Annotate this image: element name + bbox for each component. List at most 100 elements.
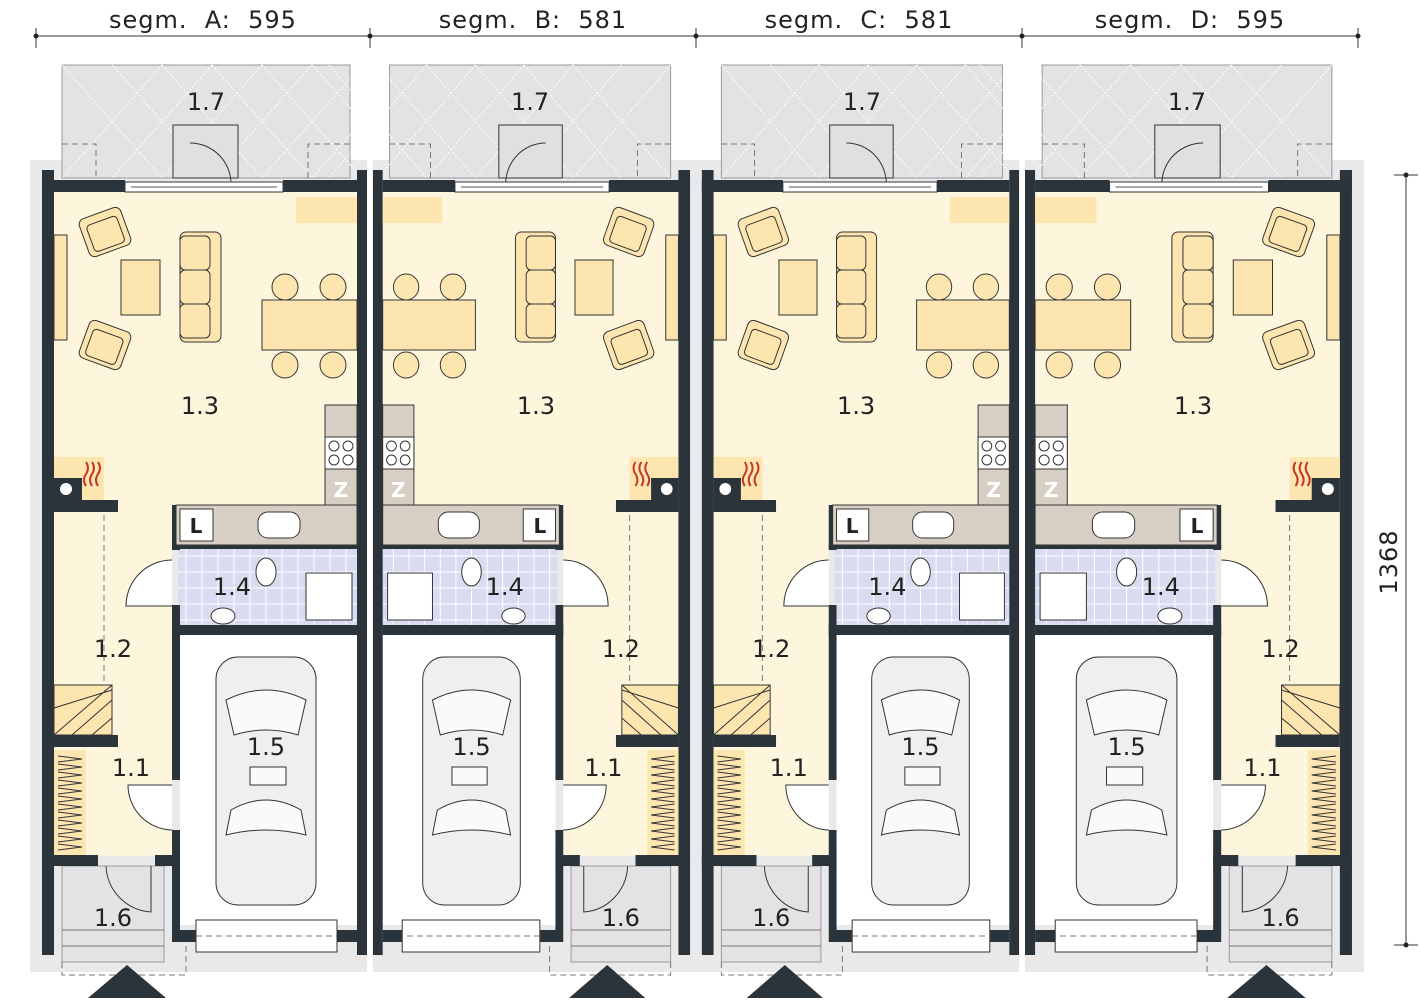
wall-partition [555, 830, 564, 930]
cooktop-icon [324, 436, 358, 470]
sofa-cushion [179, 235, 211, 271]
entrance-door-swing [105, 865, 152, 913]
terrace-door-swing [189, 142, 232, 185]
room-labels: LZ1.71.31.41.21.51.11.6LZ1.71.31.41.21.5… [94, 88, 1300, 932]
cabinet-symbol: Z [986, 478, 1001, 502]
terrace-pattern [1029, 64, 1132, 179]
dashed-outline [1042, 143, 1085, 178]
wall-bath-top [828, 545, 1010, 549]
wall-stub [615, 500, 679, 512]
dashed-outline [960, 143, 1003, 178]
terrace-pattern [979, 64, 1081, 179]
storage-zigzag [717, 811, 741, 819]
room-label-living: 1.3 [837, 392, 875, 420]
burner [981, 440, 993, 452]
stair-lines [53, 684, 113, 736]
storage-zigzag [1311, 843, 1336, 851]
storage-zigzag [717, 771, 741, 779]
wall-top [937, 180, 1010, 192]
car-roof-panel [904, 766, 941, 786]
armchair [1262, 206, 1316, 258]
terrace-door-frame [172, 124, 239, 179]
wall-partition [1213, 605, 1222, 780]
dimension-dot [33, 33, 39, 39]
wall-garage-top [1035, 625, 1222, 635]
wall-bottom [1213, 855, 1239, 866]
flame-icon [1292, 461, 1311, 487]
dining-chair [1045, 351, 1073, 379]
segment-d [979, 64, 1365, 998]
dimension-dot [1019, 33, 1025, 39]
storage-zigzag [651, 811, 675, 819]
room-label-vestibule: 1.1 [1243, 754, 1281, 782]
room-label-entrance: 1.6 [1261, 904, 1299, 932]
storage-zigzag [717, 819, 741, 827]
kitchen-shelf [296, 197, 357, 223]
cooktop-icon [977, 436, 1010, 470]
garage-door-swing [1221, 784, 1266, 831]
wall-stub [54, 500, 118, 512]
storage-zigzag [1311, 779, 1336, 787]
car-rear-window [1085, 799, 1168, 836]
car-icon [1075, 656, 1178, 906]
terrace-pattern [721, 64, 820, 179]
room-label-hall: 1.2 [1261, 635, 1299, 663]
storage-zigzag [651, 803, 675, 811]
shower-icon [1039, 572, 1087, 621]
wall-partition [172, 830, 180, 930]
flame-icon [632, 461, 651, 487]
storage-zigzag [57, 795, 83, 803]
stove-door [1321, 483, 1334, 495]
wall-left [42, 170, 54, 955]
wall-top [1035, 180, 1110, 192]
cabinet-symbol: Z [391, 478, 406, 502]
cabinet-symbol: Z [1044, 478, 1059, 502]
dimension-dot [1403, 942, 1409, 948]
washbasin-icon [1157, 607, 1183, 625]
dining-table [382, 299, 476, 351]
storage-zigzag [717, 827, 741, 835]
car-roof-panel [249, 766, 287, 786]
fridge-symbol: L [1191, 514, 1204, 538]
room-label-terrace: 1.7 [1168, 88, 1206, 116]
wall-bath-top [172, 545, 357, 549]
wall-bottom [701, 855, 757, 866]
stair-lines [1281, 684, 1341, 736]
tv-cabinet [665, 234, 679, 341]
dining-chair [1093, 273, 1122, 301]
entrance-arrow-icon [569, 965, 646, 998]
storage-zigzag [717, 787, 741, 795]
wall-bottom [172, 930, 196, 942]
terrace-pattern [979, 64, 1081, 179]
terrace-pattern [377, 64, 476, 179]
burner [386, 440, 397, 452]
dim-label-depth: 1368 [1375, 529, 1403, 594]
cooktop-icon [1034, 436, 1068, 470]
room-label-bathroom: 1.4 [213, 573, 251, 601]
burner [386, 454, 397, 466]
burner [981, 454, 993, 466]
storage-zigzag [1311, 755, 1336, 763]
storage-zigzag [1311, 771, 1336, 779]
room-label-hall: 1.2 [94, 635, 132, 663]
room-label-terrace: 1.7 [187, 88, 225, 116]
sofa-cushion [525, 269, 556, 305]
stove-door [660, 483, 673, 495]
kitchen-shelf [949, 197, 1010, 223]
terrace-pattern [161, 64, 263, 179]
bathroom-door-swing [563, 559, 609, 607]
storage-zigzag [1311, 835, 1336, 843]
dimension-dot [367, 33, 373, 39]
terrace-pattern [1230, 64, 1333, 179]
garage-door-swing [127, 784, 173, 831]
stair-lines [621, 684, 679, 736]
dining-table [916, 299, 1010, 351]
burner [1052, 454, 1064, 466]
armchair-seat [86, 215, 125, 252]
storage-zigzag [57, 763, 83, 771]
dim-label-b: segm. B: 581 [439, 6, 627, 34]
wall-stub [1275, 500, 1340, 512]
segment-a [30, 64, 413, 998]
dashed-outline [721, 143, 756, 178]
wall-bath-top [382, 545, 564, 549]
